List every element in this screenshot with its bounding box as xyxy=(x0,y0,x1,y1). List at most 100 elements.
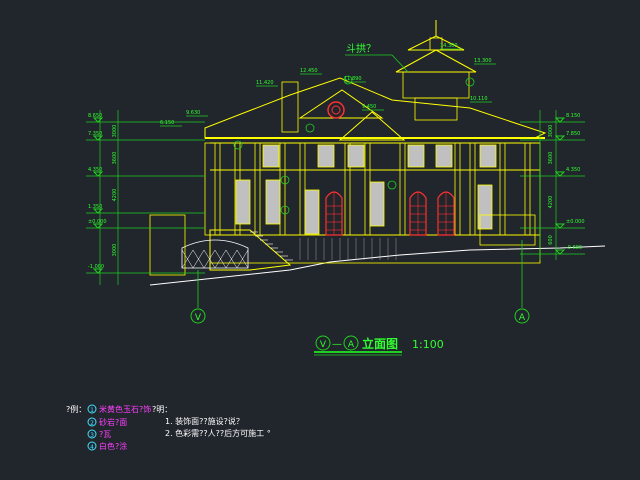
elevation-marker xyxy=(92,268,104,274)
column xyxy=(279,142,286,236)
axis-right-label: A xyxy=(519,313,526,323)
entrance-stair xyxy=(209,229,292,271)
tower-lantern xyxy=(429,37,443,51)
elevation-top: 9.630 xyxy=(186,110,200,116)
window-lower xyxy=(477,184,493,230)
elevation-left: 1.350 xyxy=(88,204,102,210)
dim-right: 4200 xyxy=(548,196,554,209)
left-wing xyxy=(149,214,186,276)
roof-annotation: 斗拱？ xyxy=(346,42,376,55)
material-marker xyxy=(305,123,315,133)
axis-marker-left: V xyxy=(190,270,206,324)
legend-item-text: 米黄色玉石?饰 xyxy=(99,404,151,414)
central-gable xyxy=(298,89,384,119)
legend-item: 2 砂岩?面 xyxy=(87,417,127,427)
legend: ?例： 1 米黄色玉石?饰 2 砂岩?面 3 ?瓦 4 白色?涂 xyxy=(66,404,151,451)
tower-roof xyxy=(395,49,477,73)
elevation-marker xyxy=(554,171,566,177)
elevation-top: 10.110 xyxy=(470,96,488,102)
material-marker xyxy=(280,175,290,185)
note-item: 1. 装饰面??施设?说？ xyxy=(165,416,244,426)
window-upper xyxy=(347,144,365,168)
elevation-left: ±0.000 xyxy=(88,219,107,225)
dim-left: 4200 xyxy=(112,189,118,202)
elevation-right: ±0.000 xyxy=(566,219,585,225)
gable-small xyxy=(338,111,406,141)
column xyxy=(469,142,476,236)
material-marker xyxy=(465,77,475,87)
title-scale: 1:100 xyxy=(412,338,444,351)
elevation-right: 8.150 xyxy=(566,113,580,119)
garage-lattice xyxy=(236,249,249,269)
column xyxy=(499,142,506,236)
material-marker xyxy=(343,75,353,85)
legend-item-mark: 3 xyxy=(90,432,94,439)
note-item: 2. 色彩需??人??后方可施工 ° xyxy=(165,428,271,438)
elevation-marker xyxy=(554,249,566,255)
window-lower xyxy=(304,189,320,235)
notes: ?明： 1. 装饰面??施设?说？ 2. 色彩需??人??后方可施工 ° xyxy=(152,405,271,438)
column xyxy=(399,142,406,236)
elevation-marker xyxy=(92,208,104,214)
elevation-left: 8.650 xyxy=(88,113,102,119)
elevation-marker xyxy=(554,135,566,141)
elevation-left: 4.350 xyxy=(88,167,102,173)
arched-window xyxy=(409,191,427,236)
elevation-top: 11.420 xyxy=(256,80,274,86)
column xyxy=(344,142,351,236)
elevation-top: 13.300 xyxy=(474,58,492,64)
axis-left-label: V xyxy=(195,313,202,323)
column xyxy=(254,142,261,236)
garage-lattice xyxy=(181,249,194,269)
axis-marker-right: A xyxy=(514,240,530,324)
legend-item: 1 米黄色玉石?饰 xyxy=(87,404,151,414)
legend-item: 4 白色?涂 xyxy=(87,441,127,451)
ground-line xyxy=(149,245,606,286)
elevation-top: 9.450 xyxy=(362,104,376,110)
arched-window xyxy=(437,191,455,236)
elevation-top: 6.150 xyxy=(160,120,174,126)
elevation-top: 11.890 xyxy=(344,76,362,82)
right-terrace xyxy=(479,214,536,246)
legend-item-mark: 1 xyxy=(90,407,94,414)
roof-ornament xyxy=(327,101,345,119)
window-upper xyxy=(479,144,497,168)
window-upper xyxy=(435,144,453,168)
dimension-lines xyxy=(86,48,585,285)
window-lower xyxy=(265,179,281,225)
column xyxy=(364,142,371,236)
column xyxy=(299,142,306,236)
elevation-top: 12.450 xyxy=(300,68,318,74)
legend-item-text: 砂岩?面 xyxy=(99,417,127,427)
elevation-marker xyxy=(92,223,104,229)
window-upper xyxy=(407,144,425,168)
title-axis-to: A xyxy=(348,340,355,350)
annotation-text: 8.650 7.350 4.350 1.350 ±0.000 -1.000 3000 3600… xyxy=(88,43,585,270)
elevation-right: 4.350 xyxy=(566,167,580,173)
tower-body xyxy=(402,71,470,99)
tower-base xyxy=(414,97,458,121)
elevation-left: -1.000 xyxy=(88,264,104,270)
material-marker xyxy=(233,140,243,150)
legend-heading: ?例： xyxy=(66,404,86,414)
legend-item-text: ?瓦 xyxy=(99,430,111,439)
drawing-title: V — A 立面图 1:100 xyxy=(314,335,444,356)
column xyxy=(454,142,461,236)
chimney xyxy=(281,81,299,133)
material-marker xyxy=(387,180,397,190)
elevation-marker xyxy=(92,117,104,123)
dim-left: 3600 xyxy=(112,152,118,165)
material-marker xyxy=(280,205,290,215)
elevation-right: -0.600 xyxy=(566,245,582,251)
elevation-left: 7.350 xyxy=(88,131,102,137)
legend-item-text: 白色?涂 xyxy=(99,441,127,451)
dim-right: 3000 xyxy=(548,125,554,138)
elevation-marker xyxy=(92,135,104,141)
window-upper xyxy=(317,144,335,168)
dim-right: 600 xyxy=(548,235,554,245)
garage-lattice xyxy=(214,249,227,269)
garage-lattice xyxy=(225,249,238,269)
column xyxy=(524,142,531,236)
legend-item-mark: 2 xyxy=(90,420,94,427)
